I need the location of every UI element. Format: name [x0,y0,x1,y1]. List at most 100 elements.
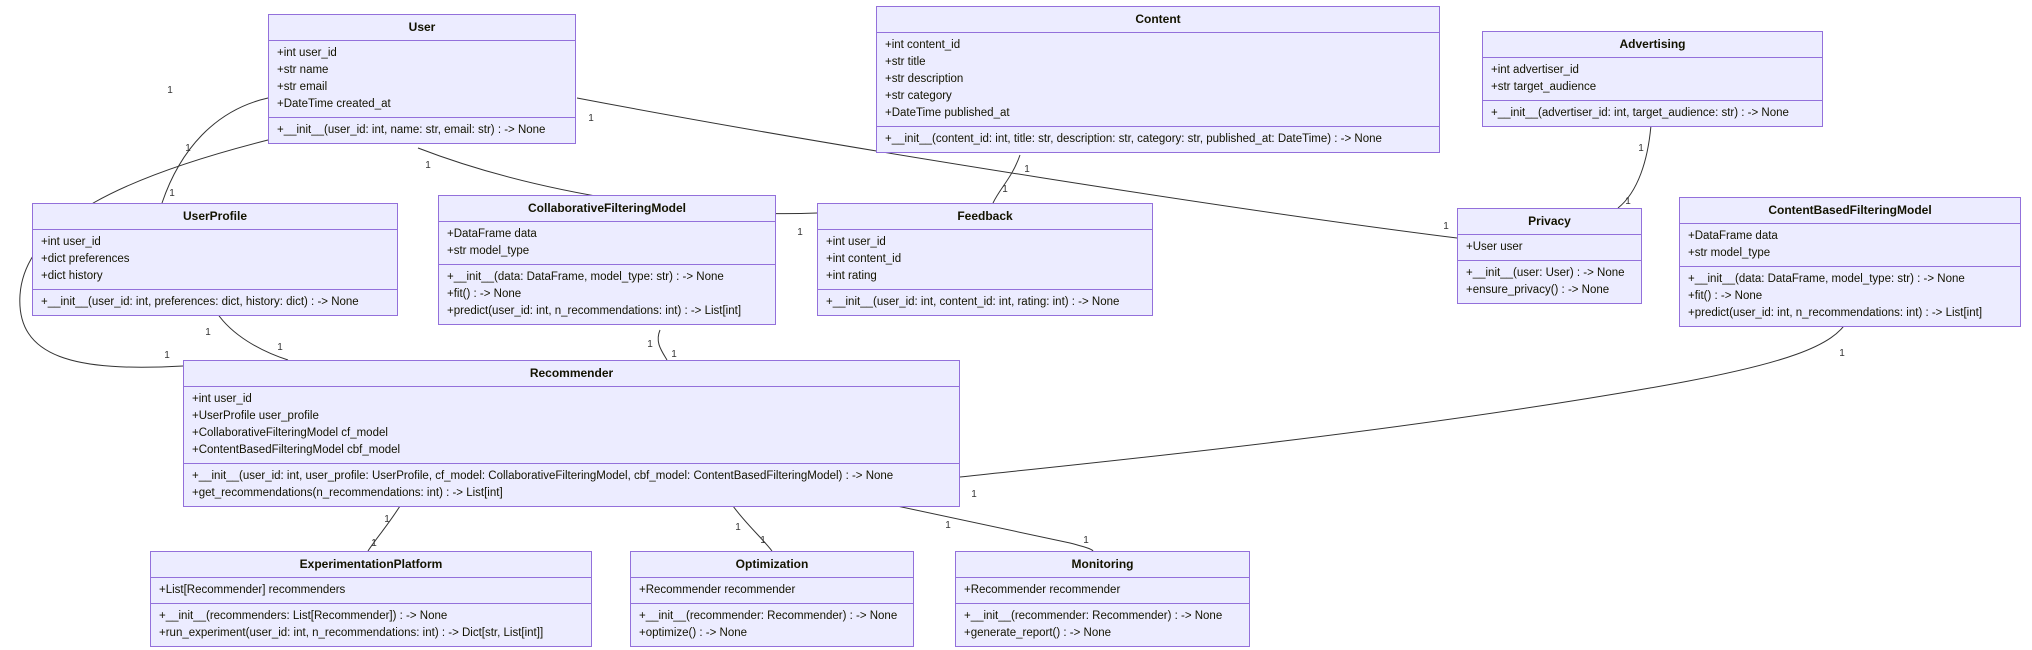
methods-compartment: +__init__(user_id: int, preferences: dic… [33,290,397,315]
attribute: +int user_id [826,236,886,248]
attributes-compartment: +int content_id +str title +str descript… [877,33,1439,127]
class-title: CollaborativeFilteringModel [439,196,775,222]
multiplicity-label: 1 [384,514,390,525]
method: +fit() : -> None [1688,290,1763,302]
attributes-compartment: +User user [1458,235,1641,261]
method: +predict(user_id: int, n_recommendations… [447,305,742,317]
attribute: +DateTime published_at [885,107,1010,119]
class-title: Optimization [631,552,913,578]
multiplicity-label: 1 [945,520,951,531]
method: +__init__(user_id: int, content_id: int,… [826,296,1120,308]
attributes-compartment: +Recommender recommender [956,578,1249,604]
attribute: +str category [885,90,952,102]
attribute: +str description [885,73,964,85]
class-privacy: Privacy +User user +__init__(user: User)… [1457,208,1642,304]
methods-compartment: +__init__(data: DataFrame, model_type: s… [1680,267,2020,326]
attribute: +str email [277,81,328,93]
attributes-compartment: +int user_id +dict preferences +dict his… [33,230,397,290]
class-content: Content +int content_id +str title +str … [876,6,1440,153]
attributes-compartment: +int advertiser_id +str target_audience [1483,58,1822,101]
method: +__init__(user: User) : -> None [1466,267,1625,279]
multiplicity-label: 1 [1638,143,1644,154]
class-feedback: Feedback +int user_id +int content_id +i… [817,203,1153,316]
attribute: +int content_id [885,39,961,51]
class-title: Monitoring [956,552,1249,578]
multiplicity-label: 1 [169,188,175,199]
attribute: +ContentBasedFilteringModel cbf_model [192,444,401,456]
multiplicity-label: 1 [164,350,170,361]
attribute: +Recommender recommender [639,584,796,596]
multiplicity-label: 1 [797,227,803,238]
attribute: +str target_audience [1491,81,1597,93]
edge-recommender-optimization [732,505,773,552]
multiplicity-label: 1 [1839,348,1845,359]
method: +run_experiment(user_id: int, n_recommen… [159,627,544,639]
attributes-compartment: +DataFrame data +str model_type [1680,224,2020,267]
multiplicity-label: 1 [1443,221,1449,232]
attribute: +str name [277,64,329,76]
attribute: +Recommender recommender [964,584,1121,596]
edge-content-feedback [992,154,1021,204]
class-title: Privacy [1458,209,1641,235]
methods-compartment: +__init__(recommender: Recommender) : ->… [631,604,913,646]
multiplicity-label: 1 [1083,535,1089,546]
attribute: +str model_type [1688,247,1771,259]
method: +__init__(user_id: int, name: str, email… [277,124,546,136]
attribute: +List[Recommender] recommenders [159,584,346,596]
methods-compartment: +__init__(advertiser_id: int, target_aud… [1483,101,1822,126]
method: +__init__(recommender: Recommender) : ->… [964,610,1223,622]
multiplicity-label: 1 [588,113,594,124]
edge-advertising-privacy [1617,124,1652,209]
multiplicity-label: 1 [735,522,741,533]
class-user: User +int user_id +str name +str email +… [268,14,576,144]
edge-cfm-recommender [657,329,668,361]
edge-recommender-monitoring [896,505,1094,552]
methods-compartment: +__init__(user_id: int, content_id: int,… [818,290,1152,315]
method: +get_recommendations(n_recommendations: … [192,487,503,499]
class-title: User [269,15,575,41]
methods-compartment: +__init__(recommender: Recommender) : ->… [956,604,1249,646]
class-title: ExperimentationPlatform [151,552,591,578]
methods-compartment: +__init__(data: DataFrame, model_type: s… [439,265,775,324]
class-title: Recommender [184,361,959,387]
attribute: +DataFrame data [447,228,537,240]
attributes-compartment: +int user_id +int content_id +int rating [818,230,1152,290]
class-recommender: Recommender +int user_id +UserProfile us… [183,360,960,507]
method: +__init__(data: DataFrame, model_type: s… [447,271,724,283]
multiplicity-label: 1 [1024,164,1030,175]
method: +__init__(recommender: Recommender) : ->… [639,610,898,622]
multiplicity-label: 1 [371,538,377,549]
multiplicity-label: 1 [1625,196,1631,207]
methods-compartment: +__init__(user_id: int, name: str, email… [269,118,575,143]
attribute: +User user [1466,241,1523,253]
edge-user-recommender [19,139,269,368]
attributes-compartment: +int user_id +UserProfile user_profile +… [184,387,959,464]
class-experimentationplatform: ExperimentationPlatform +List[Recommende… [150,551,592,647]
multiplicity-label: 1 [277,342,283,353]
methods-compartment: +__init__(content_id: int, title: str, d… [877,127,1439,152]
methods-compartment: +__init__(recommenders: List[Recommender… [151,604,591,646]
attribute: +int user_id [41,236,101,248]
attributes-compartment: +Recommender recommender [631,578,913,604]
attribute: +int user_id [277,47,337,59]
edge-userprofile-recommender [216,312,289,361]
attribute: +CollaborativeFilteringModel cf_model [192,427,388,439]
methods-compartment: +__init__(user_id: int, user_profile: Us… [184,464,959,506]
multiplicity-label: 1 [671,349,677,360]
class-optimization: Optimization +Recommender recommender +_… [630,551,914,647]
attributes-compartment: +List[Recommender] recommenders [151,578,591,604]
multiplicity-label: 1 [185,143,191,154]
methods-compartment: +__init__(user: User) : -> None +ensure_… [1458,261,1641,303]
method: +generate_report() : -> None [964,627,1112,639]
method: +fit() : -> None [447,288,522,300]
attribute: +str model_type [447,245,530,257]
multiplicity-label: 1 [1002,184,1008,195]
class-title: ContentBasedFilteringModel [1680,198,2020,224]
attribute: +int advertiser_id [1491,64,1579,76]
method: +__init__(data: DataFrame, model_type: s… [1688,273,1965,285]
class-title: Advertising [1483,32,1822,58]
method: +optimize() : -> None [639,627,748,639]
attributes-compartment: +int user_id +str name +str email +DateT… [269,41,575,118]
class-collaborativefilteringmodel: CollaborativeFilteringModel +DataFrame d… [438,195,776,325]
